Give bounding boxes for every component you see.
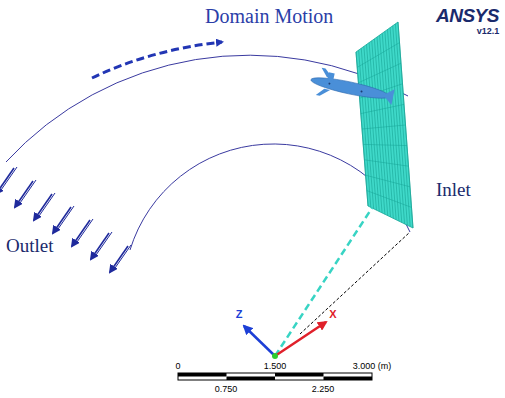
x-axis — [275, 322, 326, 356]
outlet-arrows — [0, 167, 131, 272]
inlet-mesh — [356, 22, 413, 228]
scale-value: 0.750 — [215, 385, 238, 394]
axis-label: Z — [236, 309, 243, 320]
z-axis — [244, 326, 275, 356]
scale-value: 0 — [175, 362, 180, 371]
scale-value: 2.250 — [312, 385, 335, 394]
outer-arc — [6, 55, 408, 162]
x-axis-extension — [300, 232, 410, 334]
logo: ANSYS — [436, 6, 499, 25]
version: v12.1 — [477, 27, 500, 36]
scale-value: 1.500 — [264, 362, 287, 371]
scale-bar — [178, 373, 372, 380]
motion-label: Domain Motion — [205, 6, 333, 26]
scale-value: 3.000 (m) — [353, 362, 392, 371]
submarine — [308, 66, 396, 111]
outlet-label: Outlet — [6, 236, 54, 255]
inlet-radius-line — [275, 208, 372, 356]
inlet-label: Inlet — [436, 180, 471, 199]
motion-arrow — [92, 42, 222, 78]
axis-label: X — [329, 309, 336, 320]
origin-dot — [272, 353, 278, 359]
